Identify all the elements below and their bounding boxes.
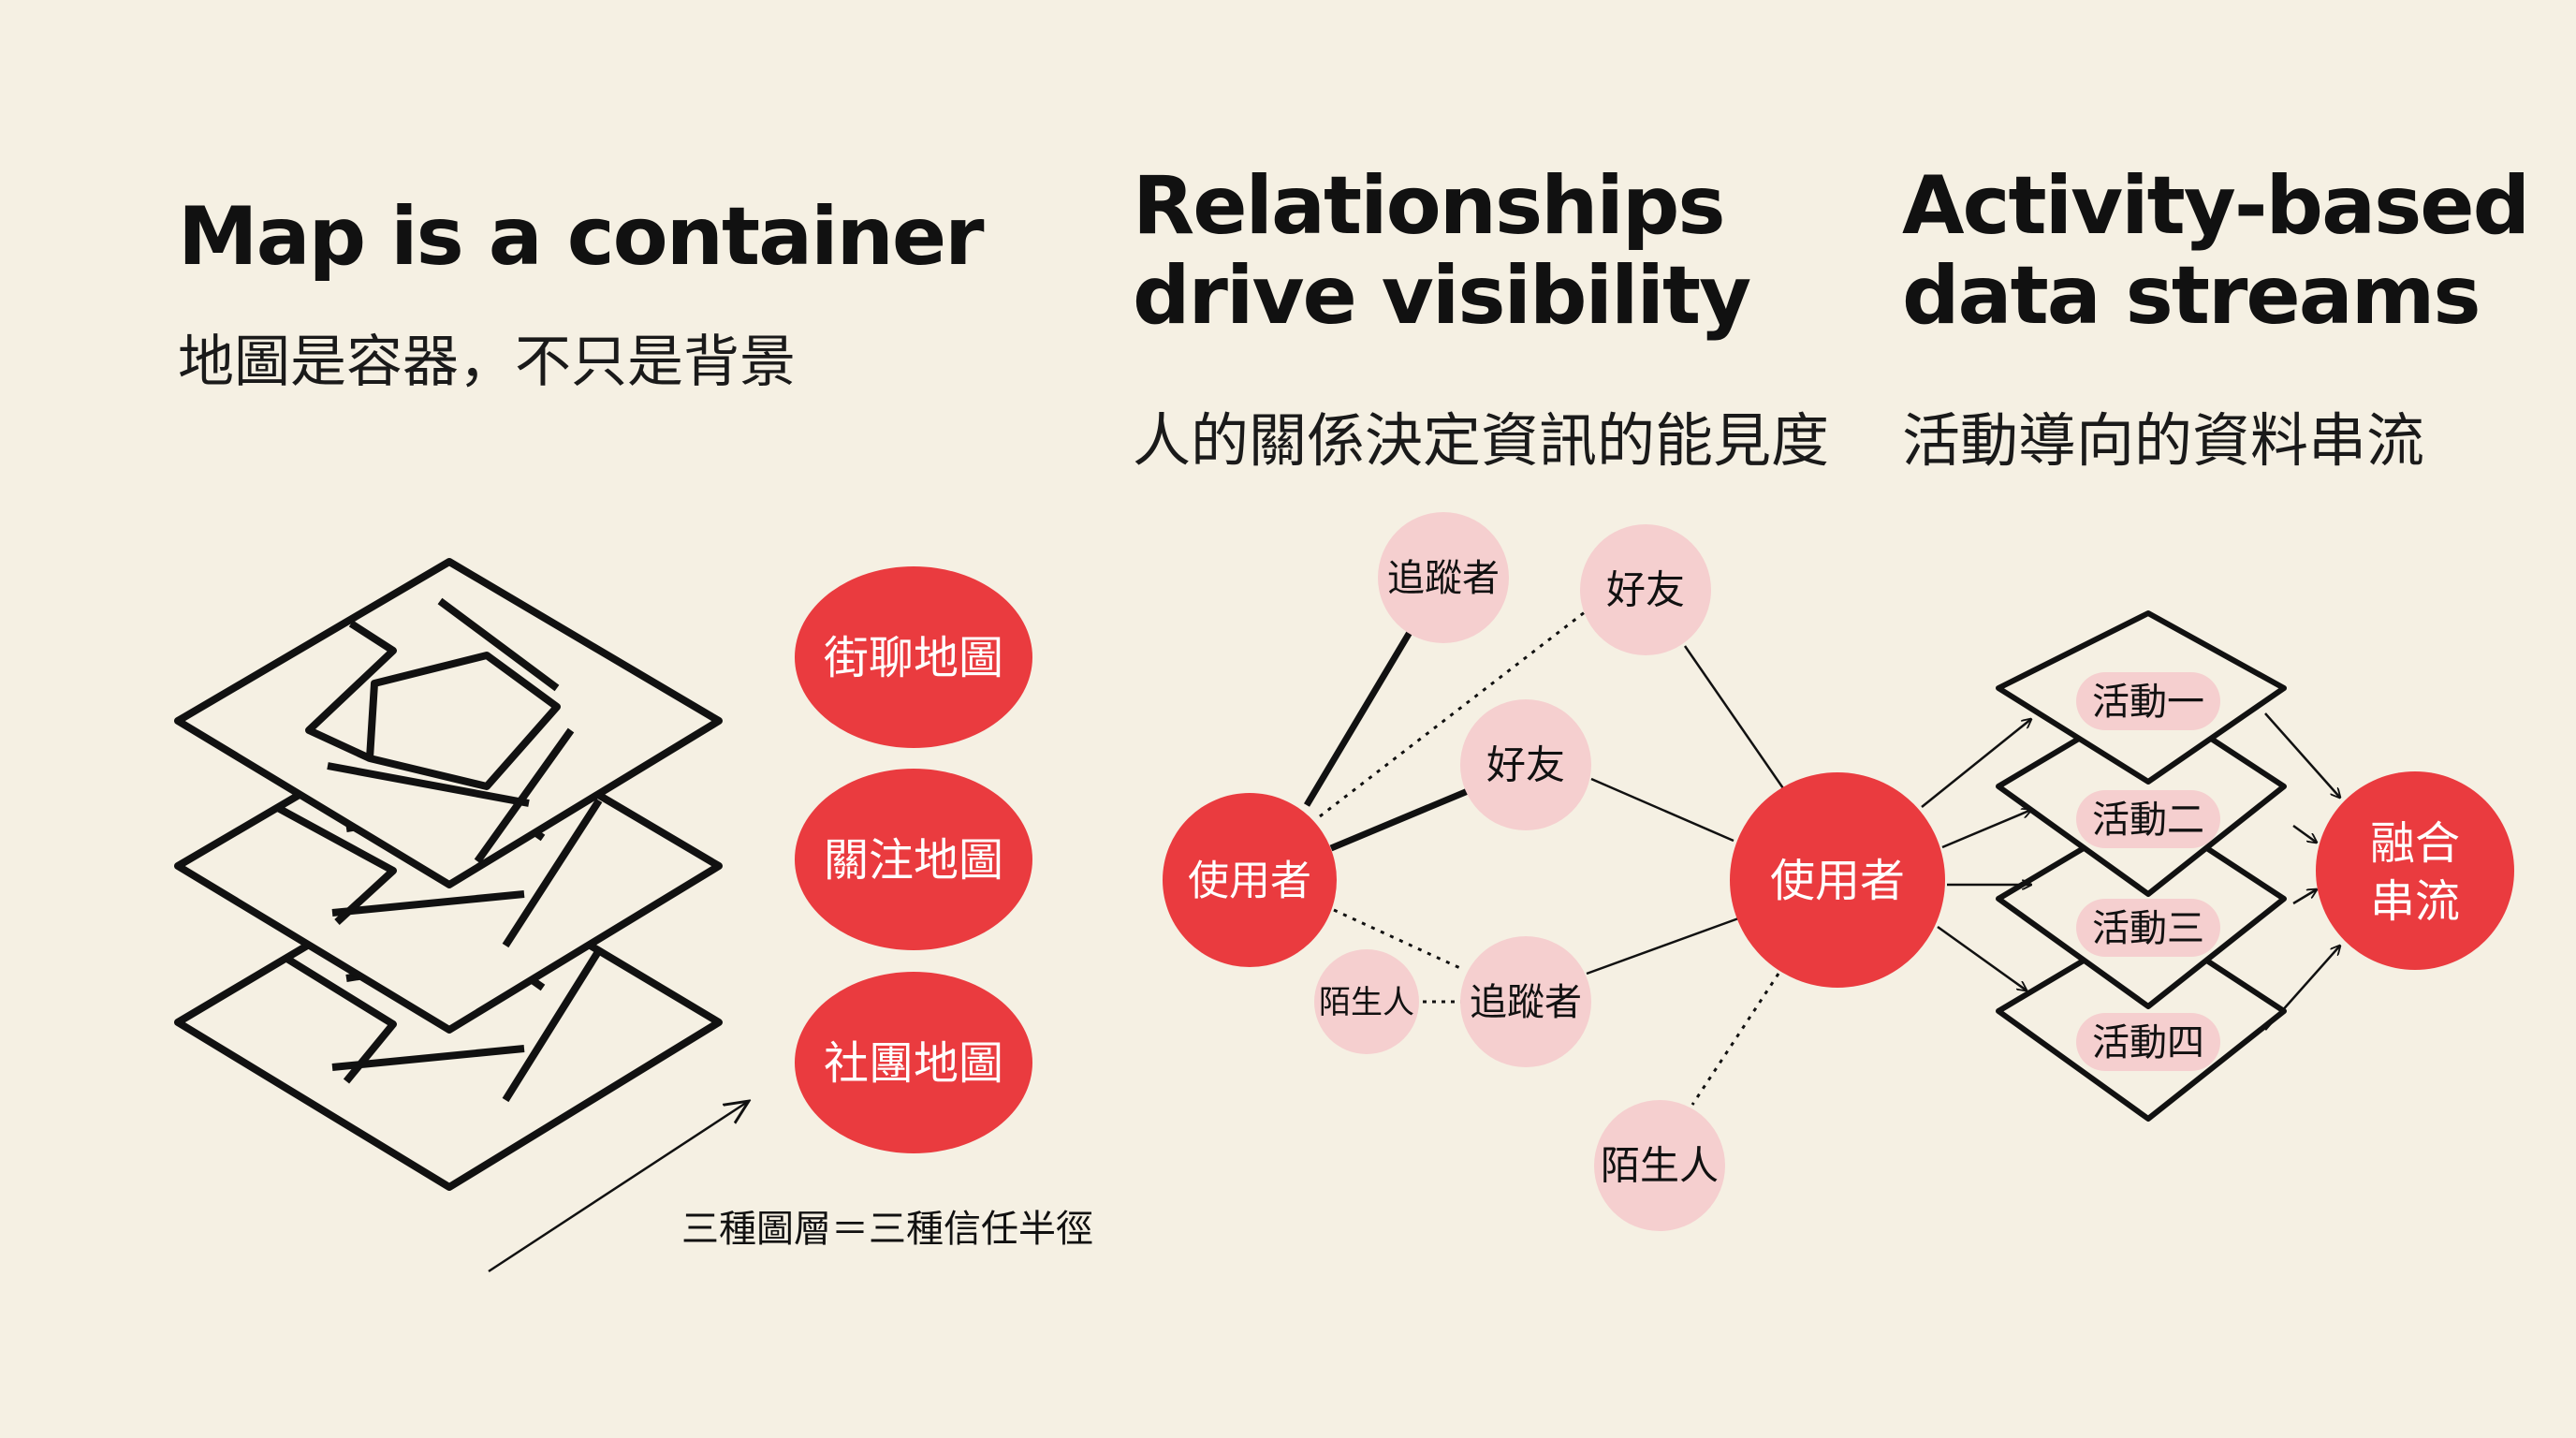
node-user-left xyxy=(1163,793,1337,967)
node-user-right xyxy=(1730,772,1945,988)
layer-label-street: 街聊地圖 xyxy=(824,632,1003,684)
arrow-user-to-activity-1 xyxy=(1921,719,2031,808)
arrow-user-to-activity-2 xyxy=(1941,810,2031,849)
edge-user-follower xyxy=(1303,627,1415,807)
arrow-activity-1-to-merged xyxy=(2264,712,2340,798)
section1-title: Map is a container xyxy=(178,190,985,284)
activity-pill-4 xyxy=(2076,1013,2220,1071)
section3-title: Activity-based data streams xyxy=(1902,159,2530,344)
node-stranger-bottom xyxy=(1594,1100,1725,1231)
label-follower-top: 追蹤者 xyxy=(1387,557,1500,600)
arrow-activity-2-to-merged xyxy=(2292,824,2317,843)
map-layer-top xyxy=(174,558,723,888)
activity-label-4: 活動四 xyxy=(2092,1021,2204,1064)
layer-label-group: 社團地圖 xyxy=(824,1037,1003,1090)
layer-pill-group xyxy=(795,972,1032,1153)
activity-pill-2 xyxy=(2076,790,2220,848)
label-stranger-left: 陌生人 xyxy=(1319,984,1414,1021)
node-friend-mid xyxy=(1460,699,1591,830)
activity-label-3: 活動三 xyxy=(2092,907,2204,950)
merged-label-line2: 串流 xyxy=(2370,875,2460,928)
arrow-activity-3-to-merged xyxy=(2292,889,2317,905)
section2-title: Relationships drive visibility xyxy=(1133,159,1751,344)
edge-user-right-stranger xyxy=(1690,973,1780,1106)
activity-pill-1 xyxy=(2076,672,2220,730)
activity-streams: 活動一 活動二 活動三 活動四 融合 串流 xyxy=(1921,610,2514,1122)
layer-pill-street xyxy=(795,566,1032,748)
label-user-left: 使用者 xyxy=(1188,857,1311,904)
arrow-user-to-activity-4 xyxy=(1937,925,2027,990)
activity-label-2: 活動二 xyxy=(2092,799,2204,842)
label-friend-top: 好友 xyxy=(1606,567,1685,613)
section3-subtitle: 活動導向的資料串流 xyxy=(1902,406,2425,475)
label-friend-mid: 好友 xyxy=(1486,742,1565,788)
merged-label-line1: 融合 xyxy=(2370,817,2460,870)
layer-labels: 街聊地圖 關注地圖 社團地圖 xyxy=(795,566,1032,1153)
stacked-map-layers-icon xyxy=(174,558,723,1191)
layers-caption: 三種圖層＝三種信任半徑 xyxy=(681,1208,1093,1251)
relationship-graph: 使用者 追蹤者 好友 好友 陌生人 追蹤者 使用者 陌生人 xyxy=(1163,512,1945,1231)
layer-label-following: 關注地圖 xyxy=(824,834,1003,887)
node-follower-bottom xyxy=(1460,936,1591,1067)
edge-friend-top-user-right xyxy=(1683,645,1785,789)
label-stranger-bottom: 陌生人 xyxy=(1601,1143,1719,1189)
node-stranger-left xyxy=(1314,949,1419,1054)
label-user-right: 使用者 xyxy=(1770,855,1905,907)
label-follower-bottom: 追蹤者 xyxy=(1470,981,1582,1024)
arrow-activity-4-to-merged xyxy=(2264,946,2340,1031)
caption-arrow xyxy=(488,1101,749,1273)
edge-friend-mid-user-right xyxy=(1590,777,1734,843)
node-friend-top xyxy=(1580,524,1711,655)
activity-label-1: 活動一 xyxy=(2092,681,2204,724)
activity-pill-3 xyxy=(2076,899,2220,957)
layer-pill-following xyxy=(795,769,1032,950)
node-merged-stream xyxy=(2316,771,2514,970)
edge-user-follower-bottom xyxy=(1333,908,1463,971)
edge-user-friend-mid xyxy=(1329,787,1470,852)
edge-follower-user-right xyxy=(1586,916,1742,976)
section1-subtitle: 地圖是容器，不只是背景 xyxy=(178,330,796,395)
section2-subtitle: 人的關係決定資訊的能見度 xyxy=(1133,406,1830,475)
node-follower-top xyxy=(1378,512,1509,643)
